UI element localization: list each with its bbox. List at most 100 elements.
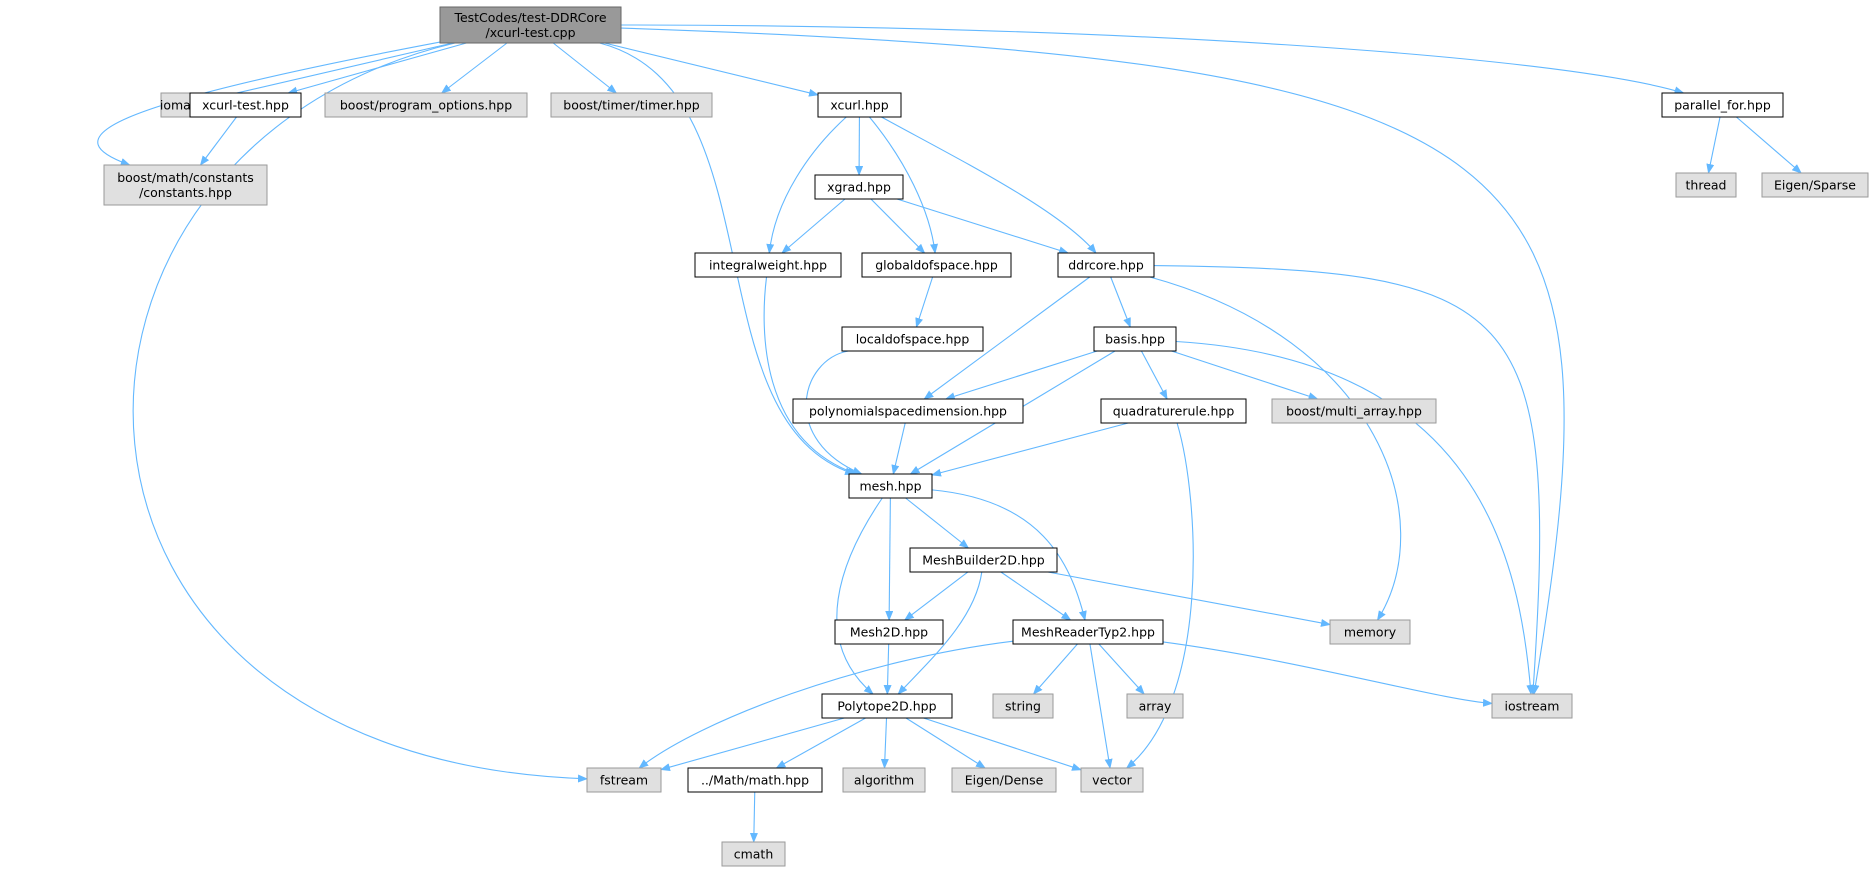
node-box <box>1675 172 1737 198</box>
edge-integralweight-to-mesh <box>763 276 858 475</box>
node-box <box>586 767 662 793</box>
node-label: integralweight.hpp <box>709 258 827 273</box>
edge-polytope-to-eigen_dense <box>905 717 986 769</box>
node-box <box>694 252 842 278</box>
node-label: fstream <box>600 773 648 788</box>
node-box <box>1100 398 1247 424</box>
node-polytope[interactable]: Polytope2D.hpp <box>821 693 953 719</box>
edge-meshbuilder-to-mesh2d <box>903 571 969 621</box>
edge-ddrcore-to-polyspacedim <box>923 276 1091 400</box>
edge-meshreader-to-fstream <box>638 640 1014 769</box>
node-box <box>992 693 1054 719</box>
edge-ddrcore-to-basis <box>1110 276 1131 328</box>
edge-xgrad-to-globaldofspace <box>870 198 926 254</box>
node-box <box>841 326 984 352</box>
node-xcurl-test-hpp[interactable]: xcurl-test.hpp <box>189 92 302 118</box>
node-label: iostream <box>1505 699 1560 714</box>
node-label: memory <box>1344 625 1397 640</box>
node-label: Polytope2D.hpp <box>837 699 936 714</box>
node-cmath: cmath <box>721 841 786 867</box>
node-label: globaldofspace.hpp <box>875 258 998 273</box>
edge-root-to-fstream <box>132 42 588 783</box>
node-parallel-for[interactable]: parallel_for.hpp <box>1661 92 1784 118</box>
edge-xcurl_hpp-to-globaldofspace <box>869 116 938 254</box>
node-label: xgrad.hpp <box>827 180 891 195</box>
edge-meshbuilder-to-meshreader <box>1000 571 1072 621</box>
node-box <box>103 164 268 206</box>
node-box <box>1080 767 1144 793</box>
node-box <box>834 619 944 645</box>
node-integralweight[interactable]: integralweight.hpp <box>694 252 842 278</box>
node-box <box>1057 252 1155 278</box>
node-xcurl-hpp[interactable]: xcurl.hpp <box>817 92 902 118</box>
edge-polyspacedim-to-mesh <box>891 422 906 475</box>
node-eigen-sparse: Eigen/Sparse <box>1761 172 1869 198</box>
node-label: xcurl.hpp <box>830 98 888 113</box>
node-root[interactable]: TestCodes/test-DDRCore/xcurl-test.cpp <box>439 6 622 44</box>
edge-root-to-program_options <box>440 42 508 94</box>
node-label: ddrcore.hpp <box>1068 258 1144 273</box>
node-label: array <box>1139 699 1172 714</box>
node-box <box>721 841 786 867</box>
node-box <box>550 92 713 118</box>
node-label: MeshReaderTyp2.hpp <box>1021 625 1155 640</box>
node-label: localdofspace.hpp <box>856 332 970 347</box>
node-label: thread <box>1686 178 1727 193</box>
node-label: polynomialspacedimension.hpp <box>809 404 1007 419</box>
node-label: boost/math/constants <box>117 170 254 185</box>
edge-meshbuilder-to-polytope <box>897 571 983 695</box>
node-mathhpp[interactable]: ../Math/math.hpp <box>687 767 823 793</box>
edge-root-to-constants <box>97 41 441 166</box>
node-label: string <box>1005 699 1041 714</box>
edge-root-to-iomanip <box>208 42 453 102</box>
node-box <box>817 92 902 118</box>
node-polyspacedim[interactable]: polynomialspacedimension.hpp <box>792 398 1024 424</box>
node-label: boost/timer/timer.hpp <box>563 98 700 113</box>
node-box <box>1661 92 1784 118</box>
node-label: Eigen/Dense <box>965 773 1044 788</box>
node-array: array <box>1126 693 1184 719</box>
edge-xcurl_hpp-to-integralweight <box>766 116 847 254</box>
node-fstream: fstream <box>586 767 662 793</box>
node-box <box>687 767 823 793</box>
nodes-layer: TestCodes/test-DDRCore/xcurl-test.cppiom… <box>103 6 1869 867</box>
edge-root-to-parallel_for <box>620 24 1685 95</box>
edge-polytope-to-mathhpp <box>775 717 866 769</box>
edge-basis-to-quadraturerule <box>1140 350 1168 400</box>
edge-parallel_for-to-thread <box>1706 116 1721 174</box>
node-label: cmath <box>734 847 774 862</box>
node-program-options: boost/program_options.hpp <box>324 92 528 118</box>
edge-mathhpp-to-cmath <box>749 791 758 843</box>
node-mesh[interactable]: mesh.hpp <box>848 473 933 499</box>
node-label: ../Math/math.hpp <box>701 773 809 788</box>
edge-mesh-to-mesh2d <box>885 497 894 621</box>
node-box <box>814 174 904 200</box>
node-box <box>1126 693 1184 719</box>
node-box <box>1329 619 1411 645</box>
node-label: boost/program_options.hpp <box>340 98 512 113</box>
node-meshbuilder[interactable]: MeshBuilder2D.hpp <box>909 547 1058 573</box>
edge-mesh-to-meshreader <box>931 489 1087 621</box>
node-basis[interactable]: basis.hpp <box>1093 326 1177 352</box>
node-box <box>439 6 622 44</box>
node-label: Mesh2D.hpp <box>850 625 928 640</box>
node-localdofspace[interactable]: localdofspace.hpp <box>841 326 984 352</box>
node-mesh2d[interactable]: Mesh2D.hpp <box>834 619 944 645</box>
node-ddrcore[interactable]: ddrcore.hpp <box>1057 252 1155 278</box>
node-memory: memory <box>1329 619 1411 645</box>
node-iostream: iostream <box>1491 693 1573 719</box>
edge-mesh-to-meshbuilder <box>905 497 970 549</box>
edge-basis-to-iostream <box>1175 340 1535 695</box>
node-label: MeshBuilder2D.hpp <box>922 553 1045 568</box>
node-quadraturerule[interactable]: quadraturerule.hpp <box>1100 398 1247 424</box>
node-box <box>1491 693 1573 719</box>
edges-layer <box>97 24 1802 843</box>
edge-meshbuilder-to-memory <box>1047 571 1331 627</box>
edge-meshreader-to-vector <box>1089 643 1113 769</box>
node-globaldofspace[interactable]: globaldofspace.hpp <box>861 252 1012 278</box>
node-meshreader[interactable]: MeshReaderTyp2.hpp <box>1012 619 1164 645</box>
node-xgrad[interactable]: xgrad.hpp <box>814 174 904 200</box>
edge-ddrcore-to-memory <box>1149 276 1402 621</box>
edge-ddrcore-to-iostream <box>1153 265 1541 695</box>
